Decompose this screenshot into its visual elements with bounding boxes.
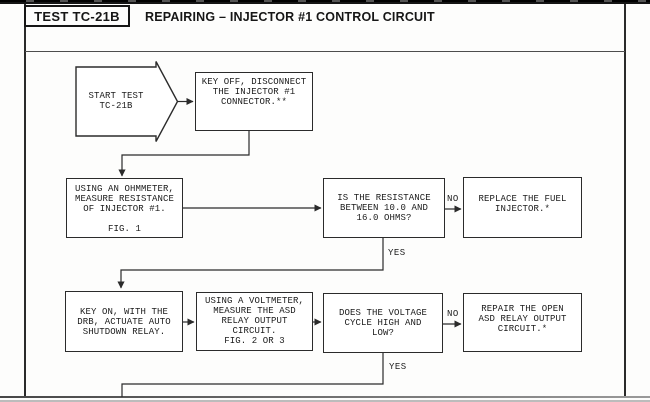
box-line: SHUTDOWN RELAY. — [82, 326, 166, 337]
connector-yes-to-keyon — [117, 238, 384, 289]
box-line: OF INJECTOR #1. — [83, 204, 166, 214]
header-separator-line — [25, 51, 625, 52]
box-line: INJECTOR.* — [494, 204, 550, 214]
box-line: CIRCUIT.* — [497, 324, 548, 334]
box-line: DRB, ACTUATE AUTO — [77, 316, 171, 327]
box-line: THE INJECTOR #1 — [212, 87, 296, 97]
scan-bottom-edge — [0, 400, 650, 402]
resistance-question-box: IS THE RESISTANCE BETWEEN 10.0 AND 16.0 … — [323, 178, 445, 238]
start-node-line: START TEST — [88, 91, 144, 101]
ohmmeter-box: USING AN OHMMETER, MEASURE RESISTANCE OF… — [66, 178, 183, 238]
box-line: REPAIR THE OPEN — [481, 304, 564, 314]
box-line: CYCLE HIGH AND — [344, 318, 422, 328]
voltmeter-box: USING A VOLTMETER, MEASURE THE ASD RELAY… — [196, 292, 313, 351]
box-line: USING AN OHMMETER, — [74, 184, 175, 194]
box-line: REPLACE THE FUEL — [478, 194, 567, 204]
connector-keyoff-to-ohmmeter — [118, 131, 250, 177]
box-line: BETWEEN 10.0 AND — [339, 203, 428, 213]
yes-label-2: YES — [389, 362, 407, 372]
page-title: REPAIRING – INJECTOR #1 CONTROL CIRCUIT — [145, 10, 435, 24]
box-line: RELAY OUTPUT — [221, 316, 288, 326]
test-id-box: TEST TC-21B — [24, 5, 130, 27]
box-line: CIRCUIT. — [232, 326, 277, 336]
box-line: IS THE RESISTANCE — [337, 193, 431, 203]
connector-yes-offpage — [121, 353, 384, 397]
box-line: MEASURE RESISTANCE — [74, 194, 175, 204]
yes-label-1: YES — [388, 248, 406, 258]
box-line: MEASURE THE ASD — [213, 306, 296, 316]
page-border-right — [624, 4, 626, 397]
voltage-question-box: DOES THE VOLTAGE CYCLE HIGH AND LOW? — [323, 293, 443, 353]
box-line: ASD RELAY OUTPUT — [478, 314, 567, 324]
start-node-line: TC-21B — [99, 101, 133, 111]
start-arrow-shape — [75, 61, 179, 142]
box-line: DOES THE VOLTAGE — [338, 308, 427, 318]
box-line: FIG. 2 OR 3 — [224, 336, 285, 346]
replace-injector-box: REPLACE THE FUEL INJECTOR.* — [463, 177, 582, 238]
start-node: START TEST TC-21B — [76, 91, 156, 111]
no-label-2: NO — [447, 309, 459, 319]
page-border-left — [24, 4, 26, 397]
key-off-box: KEY OFF, DISCONNECT THE INJECTOR #1 CONN… — [195, 72, 313, 131]
box-line: KEY OFF, DISCONNECT — [201, 77, 307, 87]
scan-top-bar-dashes — [0, 0, 650, 2]
box-line: LOW? — [371, 328, 394, 338]
no-label-1: NO — [447, 194, 459, 204]
repair-asd-box: REPAIR THE OPEN ASD RELAY OUTPUT CIRCUIT… — [463, 293, 582, 352]
scan-bottom-band — [0, 396, 650, 398]
test-id-label: TEST TC-21B — [34, 8, 120, 24]
scan-top-bar — [0, 0, 650, 4]
box-line: KEY ON, WITH THE — [79, 306, 168, 317]
box-line: 16.0 OHMS? — [356, 213, 412, 223]
box-line: CONNECTOR.** — [220, 97, 287, 107]
box-line: USING A VOLTMETER, — [204, 296, 305, 306]
box-line: FIG. 1 — [107, 224, 141, 234]
key-on-box: KEY ON, WITH THE DRB, ACTUATE AUTO SHUTD… — [65, 291, 183, 352]
